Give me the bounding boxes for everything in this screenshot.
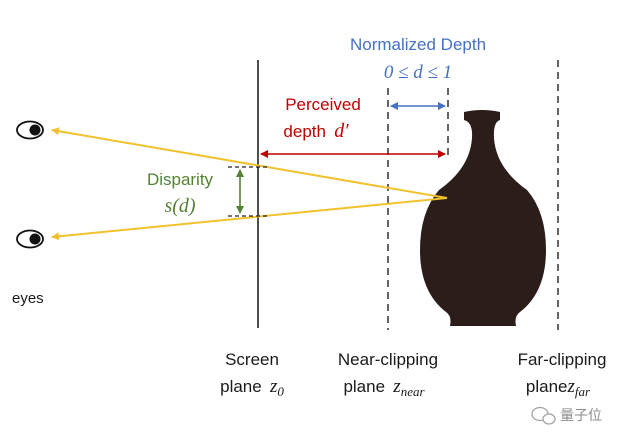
far-plane-label: Far-clipping: [518, 350, 607, 369]
screen-plane-label: Screen: [225, 350, 279, 369]
disparity-label: Disparity: [147, 170, 214, 189]
eye-icon: [16, 120, 44, 140]
screen-plane-sub: plane z0: [220, 376, 284, 399]
ray-lower: [51, 197, 448, 241]
watermark-text: 量子位: [560, 407, 602, 423]
normalized-depth-range: 0 ≤ d ≤ 1: [384, 62, 452, 83]
far-plane-sub: planezfar: [526, 376, 591, 399]
near-plane-sub: plane znear: [343, 376, 425, 399]
vase-icon: [420, 110, 546, 326]
wechat-icon: [531, 406, 556, 425]
watermark: 量子位: [531, 406, 602, 425]
disparity-formula: s(d): [164, 195, 195, 217]
perceived-depth-label: depth d′: [283, 120, 349, 142]
eyes-label: eyes: [12, 290, 44, 307]
perceived-label: Perceived: [285, 95, 361, 114]
normalized-depth-title: Normalized Depth: [350, 35, 486, 54]
eye-icon: [16, 229, 44, 249]
ray-upper: [51, 127, 448, 199]
near-plane-label: Near-clipping: [338, 350, 438, 369]
